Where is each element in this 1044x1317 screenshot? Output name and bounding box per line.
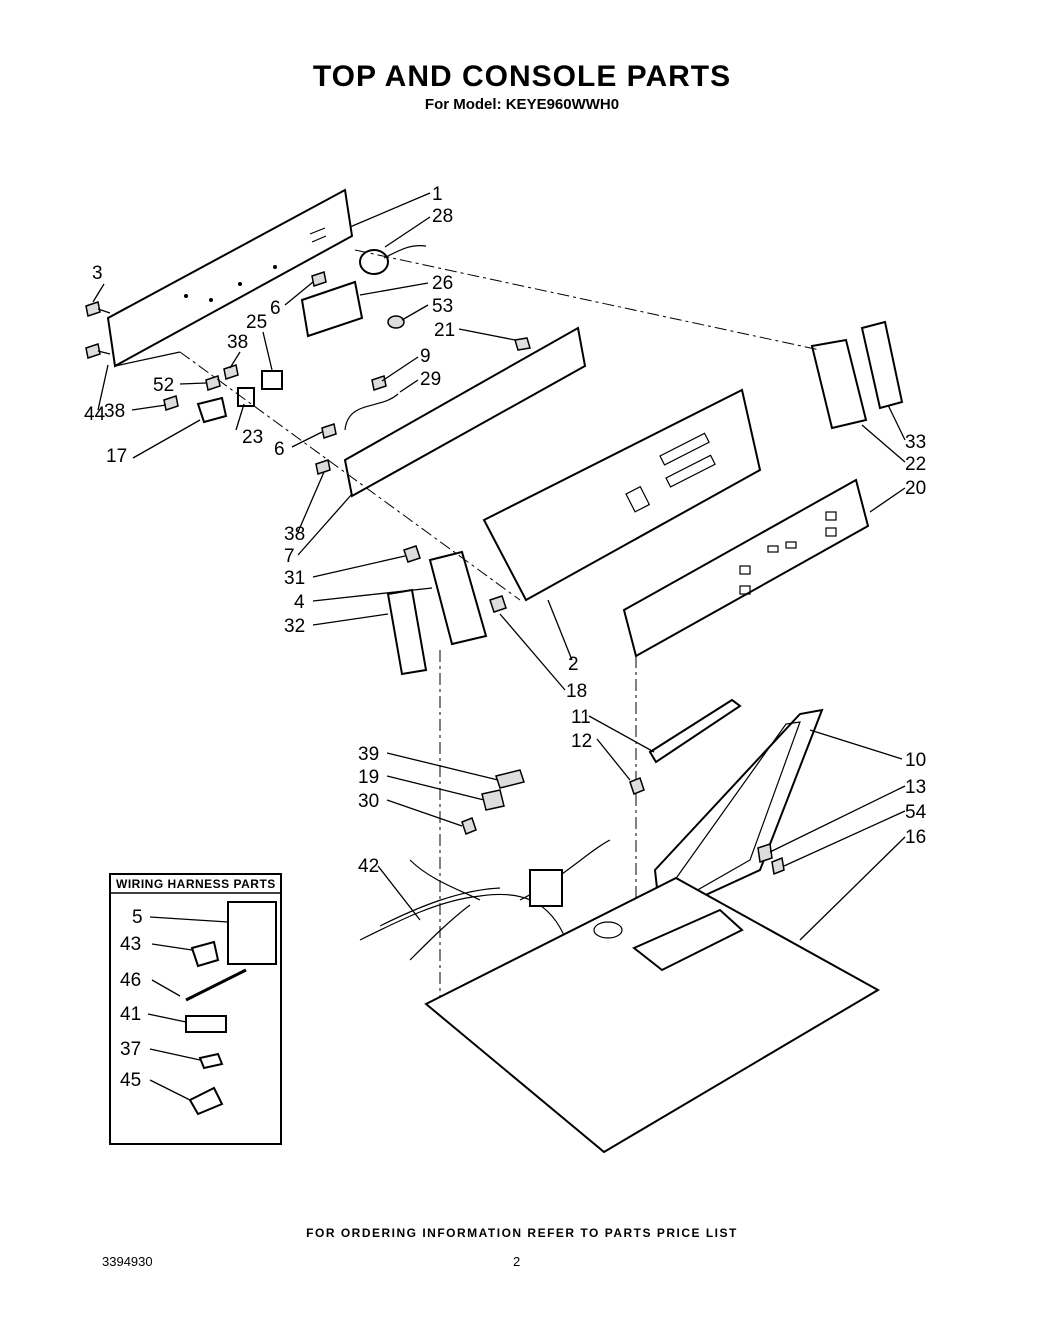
wiring-harness-parts-box: WIRING HARNESS PARTS 5 43 46 41 37 45: [109, 873, 282, 1145]
callout-29: 29: [420, 369, 441, 390]
screw-9: [371, 375, 387, 391]
console-bracket-7: [343, 326, 587, 498]
screw-6-upper: [311, 271, 327, 287]
plug-53: [387, 315, 405, 329]
trim-32: [386, 588, 428, 676]
screw-54: [771, 856, 785, 876]
callout-20: 20: [905, 478, 926, 499]
callout-4: 4: [294, 592, 305, 613]
screw-44: [85, 343, 111, 359]
switch-25: [261, 370, 283, 390]
clip-31: [403, 545, 421, 563]
callout-13: 13: [905, 777, 926, 798]
callout-2: 2: [568, 654, 579, 675]
grille-11: [648, 698, 742, 764]
callout-52: 52: [153, 375, 174, 396]
callout-labels: 1 28 3 26 53 6 25 21 38 9 29 52 44 38 23…: [84, 184, 927, 877]
bracket-39: [495, 769, 525, 789]
wiring-box-title: WIRING HARNESS PARTS: [116, 877, 276, 891]
callout-19: 19: [358, 767, 379, 788]
console-panel-20: [622, 478, 870, 658]
callout-6: 6: [274, 439, 285, 460]
callout-11: 11: [571, 707, 591, 728]
callout-39: 39: [358, 744, 379, 765]
callout-42: 42: [358, 856, 379, 877]
callout-31: 31: [284, 568, 305, 589]
timer-28: [359, 245, 427, 275]
callout-16: 16: [905, 827, 926, 848]
callout-9: 9: [420, 346, 431, 367]
wiring-harness-42: [359, 839, 611, 961]
callout-28: 28: [432, 206, 453, 227]
callout-30: 30: [358, 791, 379, 812]
callout-44: 44: [84, 404, 106, 425]
callout-32: 32: [284, 616, 305, 637]
document-number: 3394930: [102, 1254, 153, 1269]
screw-38-upper: [223, 364, 239, 380]
trim-33: [860, 320, 904, 410]
screw-6-lower: [321, 423, 337, 439]
ordering-info-footer: FOR ORDERING INFORMATION REFER TO PARTS …: [306, 1226, 738, 1240]
callout-18: 18: [566, 681, 587, 702]
callout-22: 22: [905, 454, 926, 475]
screw-13: [757, 843, 773, 863]
console-frame-2: [482, 388, 762, 602]
wiring-label-41: 41: [120, 1004, 141, 1025]
nut-21: [514, 337, 531, 351]
model-subtitle: For Model: KEYE960WWH0: [424, 96, 620, 113]
screw-38-mid: [163, 395, 179, 411]
callout-38: 38: [227, 332, 248, 353]
switch-17: [196, 396, 228, 424]
clip-30: [461, 817, 477, 835]
clip-18: [489, 595, 507, 613]
callout-54: 54: [905, 802, 927, 823]
callout-1: 1: [432, 184, 443, 205]
callout-10: 10: [905, 750, 926, 771]
bracket-19: [481, 789, 505, 811]
end-cap-22: [810, 338, 868, 430]
callout-12: 12: [571, 731, 592, 752]
end-cap-4: [428, 550, 488, 646]
screw-52: [205, 375, 221, 391]
leader-lines: [92, 192, 906, 941]
bracket-26: [300, 280, 364, 338]
page-number: 2: [513, 1254, 521, 1269]
switch-23: [237, 387, 255, 407]
wiring-label-45: 45: [120, 1070, 141, 1091]
page-title: TOP AND CONSOLE PARTS: [312, 60, 732, 93]
wire-29: [344, 393, 399, 431]
callout-33: 33: [905, 432, 926, 453]
callout-23: 23: [242, 427, 263, 448]
callout-7: 7: [284, 546, 295, 567]
callout-26: 26: [432, 273, 453, 294]
screw-3: [85, 301, 111, 317]
callout-21: 21: [434, 320, 455, 341]
screw-38-lower: [315, 459, 331, 475]
callout-38: 38: [104, 401, 125, 422]
rear-console-panel: [106, 188, 354, 368]
wiring-label-46: 46: [120, 970, 141, 991]
callout-25: 25: [246, 312, 267, 333]
wiring-label-5: 5: [132, 907, 143, 928]
callout-38: 38: [284, 524, 305, 545]
wiring-label-43: 43: [120, 934, 141, 955]
wiring-label-37: 37: [120, 1039, 141, 1060]
dryer-top-16: [424, 876, 881, 1154]
callout-53: 53: [432, 296, 453, 317]
callout-17: 17: [106, 446, 127, 467]
clip-12: [629, 777, 645, 795]
callout-6: 6: [270, 298, 281, 319]
callout-3: 3: [92, 263, 103, 284]
